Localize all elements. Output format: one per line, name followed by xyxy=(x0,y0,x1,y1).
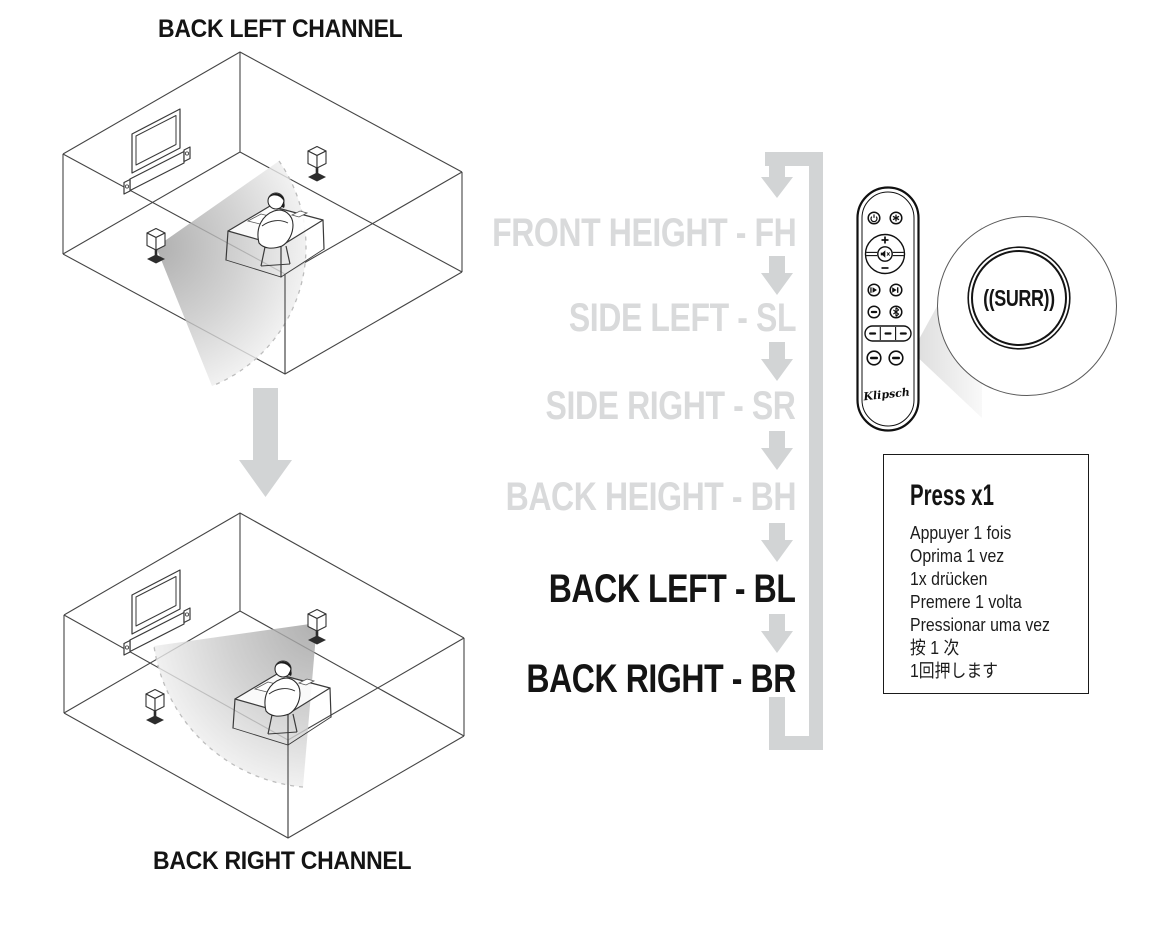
bottom-room-title: BACK RIGHT CHANNEL xyxy=(153,847,412,875)
volume-plus-icon xyxy=(881,236,889,244)
back-left-speaker xyxy=(145,688,165,726)
tv-and-soundbar xyxy=(123,569,191,656)
instruction-line-pt: Pressionar uma vez xyxy=(910,615,1050,635)
instruction-box: Press x1 Appuyer 1 fois Oprima 1 vez 1x … xyxy=(883,454,1089,694)
instruction-title: Press x1 xyxy=(910,479,994,512)
preset-dash-icon xyxy=(884,332,892,335)
surr-button-magnified: ((SURR)) xyxy=(971,250,1067,346)
room-diagram-back-left xyxy=(62,51,463,387)
preset-dash-icon xyxy=(899,332,907,335)
arrow-bh-bl xyxy=(761,523,793,562)
volume-ring xyxy=(864,233,906,275)
instruction-line-it: Premere 1 volta xyxy=(910,592,1022,612)
klipsch-logo: Klipsch xyxy=(862,386,911,404)
surr-button-label: ((SURR)) xyxy=(983,284,1055,311)
sequence-loop xyxy=(765,152,823,750)
back-right-speaker xyxy=(307,145,327,183)
channel-step-side-left: SIDE LEFT - SL xyxy=(568,296,797,340)
instruction-line-ja: 1回押します xyxy=(910,661,999,681)
bottom-dash-button xyxy=(866,350,882,366)
arrow-bl-br xyxy=(761,614,793,653)
skip-forward-button xyxy=(889,283,903,297)
dash-icon xyxy=(870,310,878,314)
remote-illustration: Klipsch xyxy=(856,186,920,432)
dash-button xyxy=(867,305,881,319)
play-pause-icon xyxy=(870,287,877,293)
skip-forward-icon xyxy=(892,287,899,293)
bluetooth-button xyxy=(889,305,903,319)
back-left-speaker xyxy=(146,227,166,265)
play-pause-button xyxy=(867,283,881,297)
top-room-title: BACK LEFT CHANNEL xyxy=(158,15,403,43)
back-right-speaker xyxy=(307,608,327,646)
asterisk-button xyxy=(889,211,903,225)
instruction-line-de: 1x drücken xyxy=(910,569,988,589)
surround-button xyxy=(888,350,904,366)
tv-and-soundbar xyxy=(123,108,191,195)
preset-button-row xyxy=(864,325,912,342)
dash-icon xyxy=(870,356,878,360)
channel-step-back-right: BACK RIGHT - BR xyxy=(526,657,796,701)
channel-step-front-height: FRONT HEIGHT - FH xyxy=(491,211,797,255)
mute-icon xyxy=(880,250,890,258)
instruction-line-es: Oprima 1 vez xyxy=(910,546,1005,566)
surround-dash-icon xyxy=(892,356,900,360)
arrow-into-fh xyxy=(761,164,793,198)
room-transition-arrow xyxy=(239,388,292,497)
power-button xyxy=(867,211,881,225)
bluetooth-icon xyxy=(893,307,900,317)
asterisk-icon xyxy=(892,214,900,222)
preset-dash-icon xyxy=(869,332,877,335)
instruction-line-zh: 按 1 次 xyxy=(910,638,960,658)
power-icon xyxy=(870,214,878,223)
arrow-sr-bh xyxy=(761,431,793,470)
arrow-sl-sr xyxy=(761,342,793,381)
arrow-fh-sl xyxy=(761,256,793,295)
channel-step-back-left: BACK LEFT - BL xyxy=(549,567,796,611)
channel-step-side-right: SIDE RIGHT - SR xyxy=(545,384,796,428)
back-left-speaker-cone xyxy=(156,160,307,387)
channel-step-back-height: BACK HEIGHT - BH xyxy=(505,475,797,519)
instruction-line-fr: Appuyer 1 fois xyxy=(910,523,1012,543)
magnifier-circle: ((SURR)) xyxy=(937,216,1117,396)
room-diagram-back-right xyxy=(63,512,465,839)
